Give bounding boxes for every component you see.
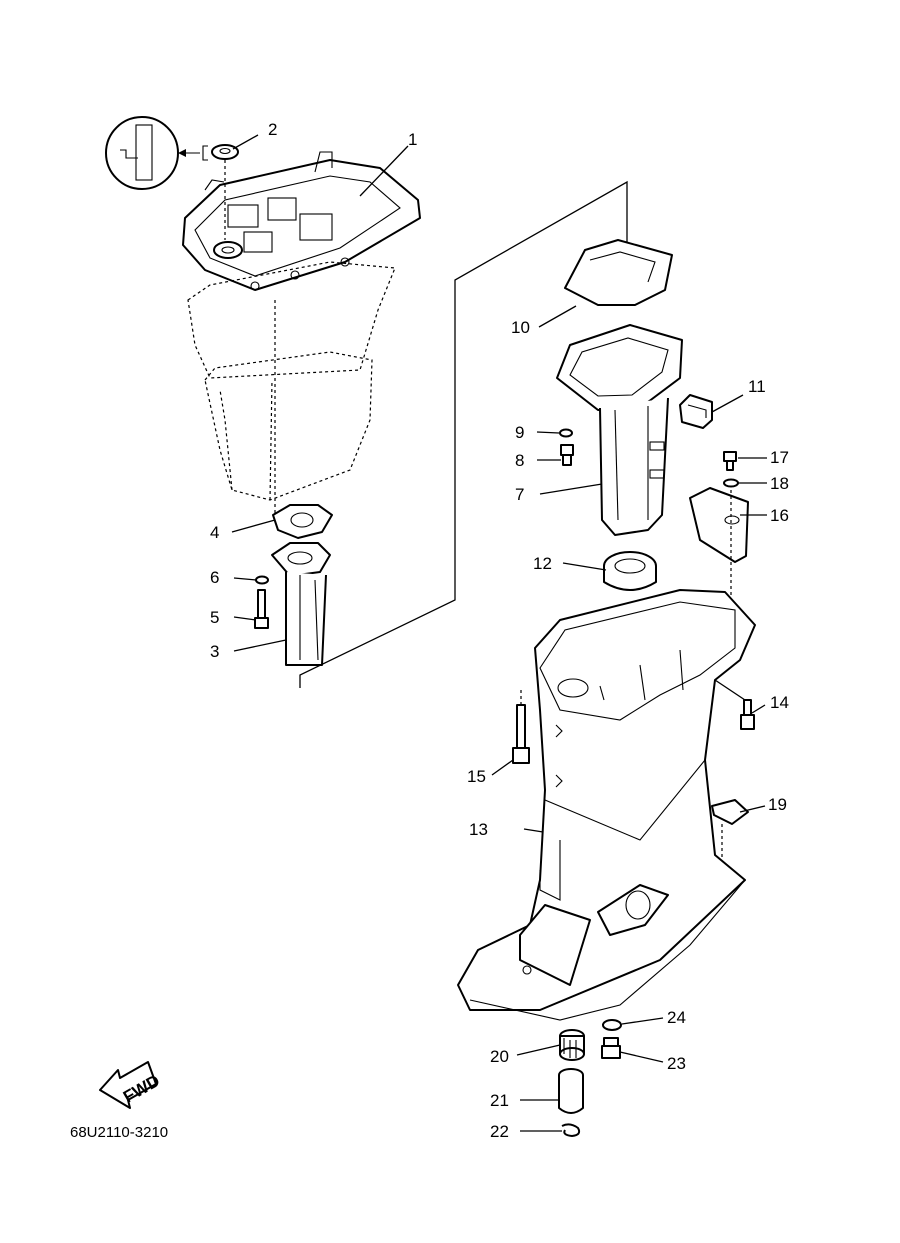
washer-part-2 bbox=[211, 144, 239, 160]
circlip-part-22 bbox=[561, 1123, 581, 1137]
washer-part-24 bbox=[602, 1019, 622, 1031]
callout-15: 15 bbox=[467, 767, 486, 786]
seal-part-11 bbox=[679, 394, 713, 429]
callout-19: 19 bbox=[768, 795, 787, 814]
callout-7: 7 bbox=[515, 485, 524, 504]
washer-part-18 bbox=[723, 478, 739, 488]
grease-detail-inset bbox=[105, 116, 208, 190]
lower-casing-part-13 bbox=[457, 589, 756, 1021]
plug-part-23 bbox=[601, 1037, 621, 1059]
callout-2: 2 bbox=[268, 120, 277, 139]
drawing-code: 68U2110-3210 bbox=[70, 1124, 168, 1141]
upper-mount-plate-part-1 bbox=[182, 151, 421, 291]
callout-4: 4 bbox=[210, 523, 219, 542]
callout-9: 9 bbox=[515, 423, 524, 442]
callout-11: 11 bbox=[748, 377, 766, 396]
fwd-arrow-icon: FWD bbox=[99, 1061, 163, 1109]
rubber-seal-part-12 bbox=[603, 551, 657, 591]
bolt-part-15 bbox=[512, 690, 530, 764]
callout-21: 21 bbox=[490, 1091, 509, 1110]
callout-13: 13 bbox=[469, 820, 488, 839]
exhaust-tube-part-7 bbox=[556, 324, 683, 536]
callout-8: 8 bbox=[515, 451, 524, 470]
bushing-part-21 bbox=[558, 1068, 584, 1114]
callout-20: 20 bbox=[490, 1047, 509, 1066]
callout-22: 22 bbox=[490, 1122, 509, 1141]
callout-16: 16 bbox=[770, 506, 789, 525]
washer-part-9 bbox=[559, 428, 573, 438]
bolt-part-17 bbox=[723, 451, 737, 471]
callout-1: 1 bbox=[408, 130, 417, 149]
bolt-part-14 bbox=[740, 699, 755, 730]
leader-lines bbox=[231, 134, 767, 1132]
callout-3: 3 bbox=[210, 642, 219, 661]
callout-5: 5 bbox=[210, 608, 219, 627]
callout-10: 10 bbox=[511, 318, 530, 337]
bolt-part-8 bbox=[560, 444, 574, 466]
washer-part-6 bbox=[255, 575, 269, 585]
callout-14: 14 bbox=[770, 693, 789, 712]
callout-12: 12 bbox=[533, 554, 552, 573]
callout-23: 23 bbox=[667, 1054, 686, 1073]
callout-24: 24 bbox=[667, 1008, 686, 1027]
grommet-part-20 bbox=[559, 1029, 585, 1061]
upper-casing-outline bbox=[187, 261, 396, 520]
gasket-part-4 bbox=[272, 504, 333, 539]
cover-part-16 bbox=[689, 487, 749, 563]
gasket-part-10 bbox=[564, 239, 673, 306]
bolt-part-5 bbox=[254, 589, 269, 629]
callout-6: 6 bbox=[210, 568, 219, 587]
callout-17: 17 bbox=[770, 448, 789, 467]
callout-labels: 1 2 3 4 5 6 7 8 9 10 11 12 13 14 15 16 1… bbox=[210, 120, 789, 1141]
callout-18: 18 bbox=[770, 474, 789, 493]
clip-part-19 bbox=[711, 799, 749, 860]
exhaust-guide-part-3 bbox=[271, 542, 331, 666]
